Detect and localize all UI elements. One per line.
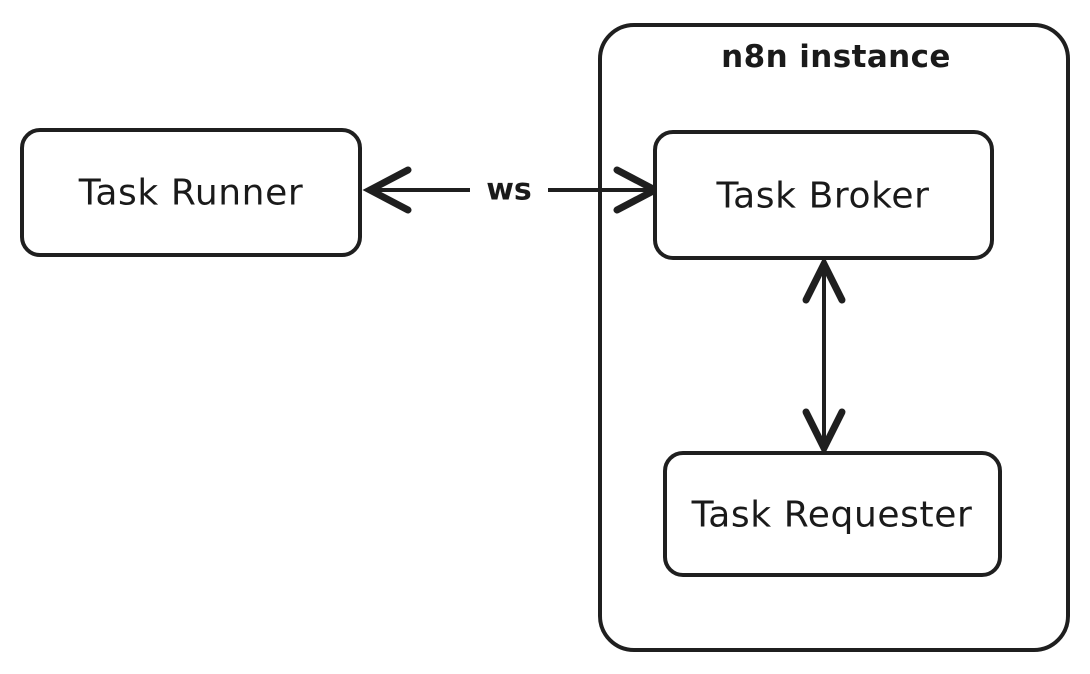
edge-runner-broker-label-bg — [472, 172, 546, 208]
node-task-requester[interactable]: Task Requester — [663, 451, 1002, 577]
edge-runner-broker-arrowhead-left — [362, 166, 412, 214]
container-n8n-instance-label: n8n instance — [721, 39, 951, 75]
node-task-broker[interactable]: Task Broker — [653, 130, 994, 260]
edge-broker-requester-arrowhead-up — [802, 256, 846, 304]
node-task-runner-label: Task Runner — [78, 173, 304, 214]
node-task-runner-rect — [20, 128, 362, 257]
node-task-requester-rect — [663, 451, 1002, 577]
node-task-broker-label: Task Broker — [716, 176, 930, 217]
node-task-broker-rect — [653, 130, 994, 260]
edge-runner-broker-label: ws — [486, 173, 532, 208]
edge-broker-requester[interactable] — [802, 256, 846, 456]
node-task-runner[interactable]: Task Runner — [20, 128, 362, 257]
edge-broker-requester-arrowhead-down — [802, 408, 846, 456]
node-task-requester-label: Task Requester — [691, 495, 973, 536]
